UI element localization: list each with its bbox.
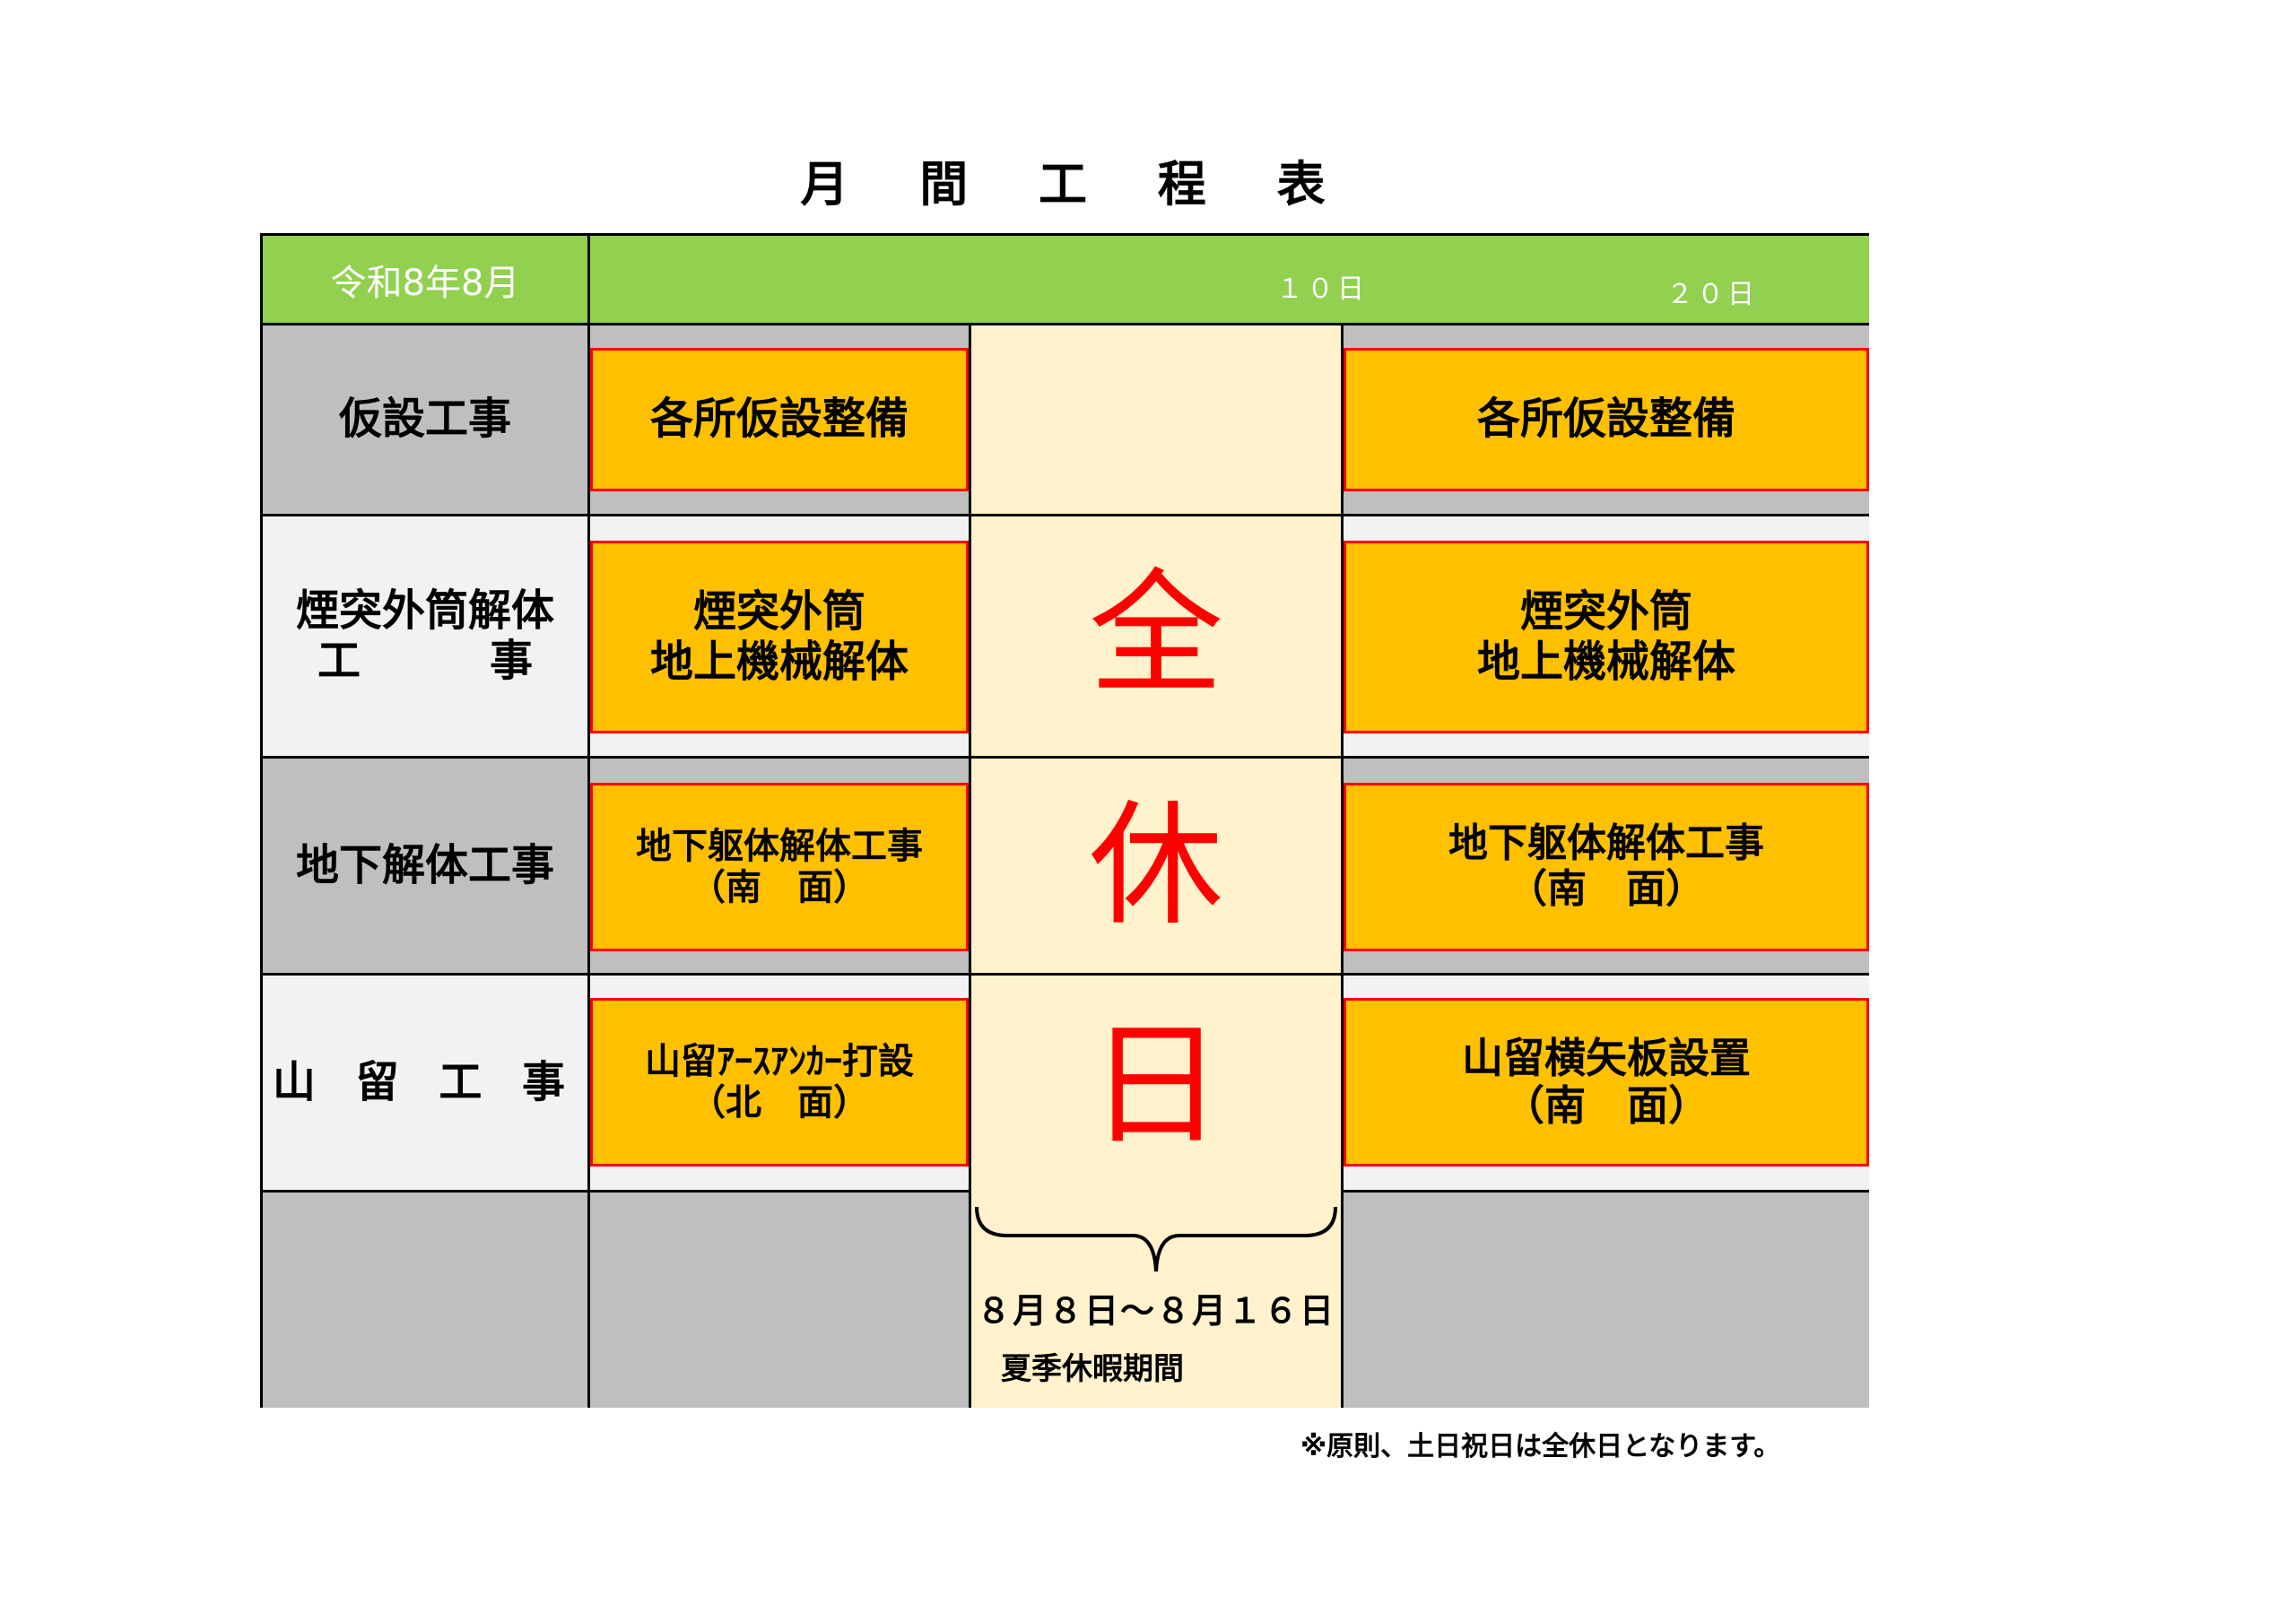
holiday-range-text: ８月８日～８月１６日 xyxy=(976,1290,1335,1331)
row2-label-line1: 煙突外筒解体 xyxy=(295,585,554,637)
row3-label-line1: 地下解体工事 xyxy=(295,839,554,890)
row2-left-task-line1: 煙突外筒 xyxy=(692,586,865,638)
holiday-char-1: 全 xyxy=(971,532,1341,738)
task-block: 各所仮設整備 xyxy=(590,348,969,491)
holiday-caption-text: 夏季休暇期間 xyxy=(1001,1350,1184,1387)
header-period-cell: 令和8年8月 xyxy=(263,236,587,323)
row-divider-4-left xyxy=(263,1190,971,1193)
holiday-char-3: 日 xyxy=(971,984,1341,1186)
row-divider-1 xyxy=(263,514,1869,516)
row4-right-task-line1: 山留横矢板設置 xyxy=(1462,1034,1751,1083)
brace-icon xyxy=(975,1206,1337,1272)
row1-right-task-line1: 各所仮設整備 xyxy=(1476,394,1735,445)
task-block: 地下躯体解体工事 （南 面） xyxy=(590,783,969,951)
row2-right-task-line1: 煙突外筒 xyxy=(1519,586,1692,638)
holiday-char-zen: 全 xyxy=(1088,557,1223,713)
row2-label-line2: 工 事 xyxy=(317,635,533,686)
holiday-column xyxy=(971,325,1341,1408)
header-period: 令和8年8月 xyxy=(330,262,520,304)
row3-left-task-line2: （南 面） xyxy=(690,867,869,908)
row3-label: 地下解体工事 xyxy=(263,759,587,973)
schedule-table: 令和8年8月 １０日 ２０日 仮設工事 煙突外筒解体 工 事 地下解体工事 xyxy=(260,233,1869,1408)
header-divider xyxy=(263,323,1869,325)
holiday-range: ８月８日～８月１６日 xyxy=(971,1280,1341,1334)
task-block: 山留ｱｰｽｱﾝｶｰ打設 （北 面） xyxy=(590,998,969,1167)
row2-left-task-line2: 地上機械解体 xyxy=(649,636,909,687)
task-block: 煙突外筒 地上機械解体 xyxy=(1344,541,1869,733)
row5-left-bg xyxy=(590,1193,969,1408)
row4-left-task-line2: （北 面） xyxy=(690,1082,869,1123)
row1-left-task-line1: 各所仮設整備 xyxy=(649,394,909,445)
holiday-char-kyu: 休 xyxy=(1088,787,1223,944)
row-divider-2 xyxy=(263,756,1869,759)
row4-right-task-line2: （南 面） xyxy=(1503,1081,1709,1130)
row4-label: 山 留 工 事 xyxy=(263,976,587,1190)
header-days-cell: １０日 ２０日 xyxy=(590,236,1869,323)
task-block: 各所仮設整備 xyxy=(1344,348,1869,491)
col-divider-3 xyxy=(1341,325,1344,1408)
page-title: 月 間 工 程 表 xyxy=(800,155,1352,213)
row3-label-bg xyxy=(263,759,587,973)
row1-label-line1: 仮設工事 xyxy=(338,394,511,445)
row4-left-task-line1: 山留ｱｰｽｱﾝｶｰ打設 xyxy=(645,1041,914,1082)
row5-label-bg xyxy=(263,1193,587,1408)
row-divider-3 xyxy=(263,973,1869,976)
row2-label-bg xyxy=(263,516,587,756)
row1-label-bg xyxy=(263,325,587,514)
task-block: 山留横矢板設置 （南 面） xyxy=(1344,998,1869,1167)
row3-right-task-line2: （南 面） xyxy=(1508,866,1705,912)
row4-label-line1: 山 留 工 事 xyxy=(272,1056,578,1107)
row3-left-task-line1: 地下躯体解体工事 xyxy=(636,826,923,867)
row-divider-4-right xyxy=(1341,1190,1869,1193)
task-block: 煙突外筒 地上機械解体 xyxy=(590,541,969,733)
row3-right-task-line1: 地下躯体解体工事 xyxy=(1448,820,1764,867)
header-day-10: １０日 xyxy=(1276,273,1368,305)
task-block: 地下躯体解体工事 （南 面） xyxy=(1344,783,1869,951)
holiday-caption: 夏季休暇期間 xyxy=(971,1340,1213,1391)
col-divider-2 xyxy=(969,325,971,1408)
row1-label: 仮設工事 xyxy=(263,325,587,514)
row4-label-bg xyxy=(263,976,587,1190)
holiday-char-2: 休 xyxy=(971,765,1341,967)
footnote: ※原則、土日祝日は全休日となります。 xyxy=(1300,1431,1781,1462)
holiday-char-nichi: 日 xyxy=(1088,1007,1223,1164)
header-day-20: ２０日 xyxy=(1666,279,1758,310)
col-divider-1 xyxy=(587,236,590,1408)
row2-right-task-line2: 地上機械解体 xyxy=(1476,636,1735,687)
row5-right-bg xyxy=(1344,1193,1869,1408)
row2-label: 煙突外筒解体 工 事 xyxy=(263,516,587,756)
